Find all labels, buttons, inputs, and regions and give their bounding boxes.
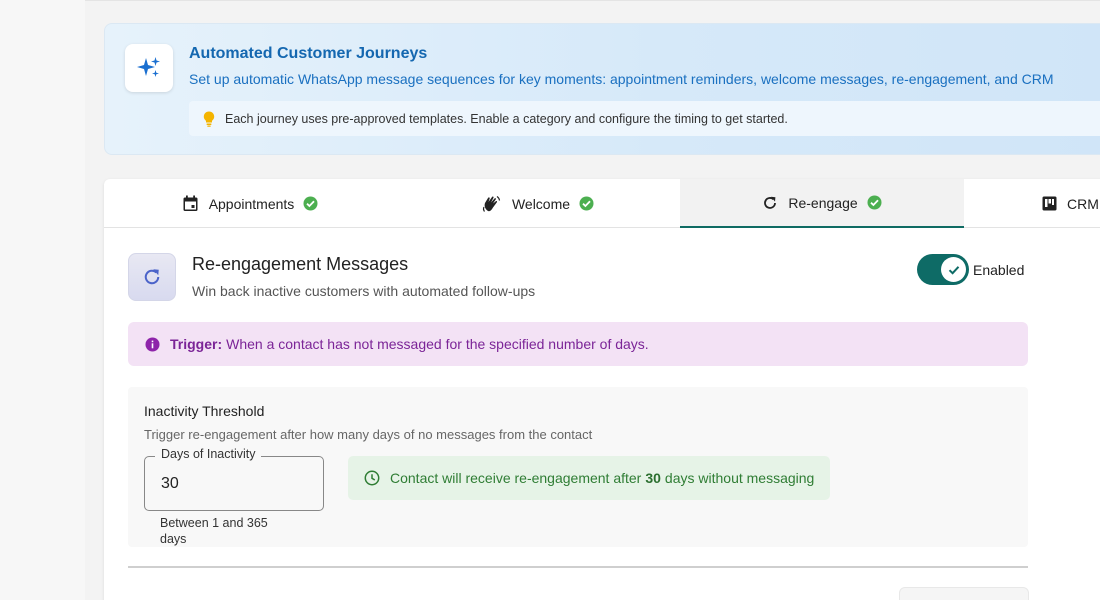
trigger-text: When a contact has not messaged for the … [226,336,649,352]
enabled-toggle[interactable] [917,254,969,285]
check-circle-icon [579,196,594,211]
re-engagement-info: Contact will receive re-engagement after… [348,456,831,500]
tip-box: Each journey uses pre-approved templates… [189,101,1100,136]
section-subtitle: Win back inactive customers with automat… [192,283,536,299]
tab-welcome[interactable]: Welcome [396,179,680,228]
tab-label: Welcome [511,195,571,212]
tab-re-engage[interactable]: Re-engage [680,179,964,228]
sparkles-icon [125,44,173,92]
waving-hand-icon [482,195,502,213]
threshold-title: Inactivity Threshold [144,403,265,419]
check-icon [941,257,966,282]
tab-crm[interactable]: CRM [964,179,1100,228]
info-icon [145,337,160,352]
toggle-label: Enabled [973,262,1025,278]
clock-icon [364,470,380,486]
tab-appointments[interactable]: Appointments [104,179,396,228]
info-prefix: Contact will receive re-engagement after [390,470,642,486]
trigger-notice: Trigger: When a contact has not messaged… [128,322,1028,366]
calendar-icon [182,195,199,212]
check-circle-icon [867,195,882,210]
section-divider [128,566,1028,568]
refresh-icon [762,195,778,211]
field-label: Days of Inactivity [155,447,262,461]
days-input-value[interactable]: 30 [161,475,179,492]
threshold-subtitle: Trigger re-engagement after how many day… [144,427,593,442]
lightbulb-icon [203,111,215,127]
banner-subtitle: Set up automatic WhatsApp message sequen… [189,71,1054,87]
journeys-banner: Automated Customer Journeys Set up autom… [104,23,1100,155]
journey-card: Appointments Welcome [104,179,1100,600]
kanban-icon [1042,196,1057,211]
journey-tabs: Appointments Welcome [104,179,1100,228]
tab-label: Re-engage [788,194,858,211]
inactivity-threshold-panel: Inactivity Threshold Trigger re-engageme… [128,387,1028,547]
check-circle-icon [303,196,318,211]
field-helper-text: Between 1 and 365 days [160,516,268,546]
main-content: Automated Customer Journeys Set up autom… [85,0,1100,600]
trigger-label: Trigger: [170,336,223,352]
field-notch [269,456,271,511]
left-pane [0,0,85,600]
tab-label: Appointments [208,195,295,212]
banner-title: Automated Customer Journeys [189,45,428,62]
section-title: Re-engagement Messages [192,254,409,274]
info-suffix: days without messaging [664,470,815,486]
bottom-action-button[interactable] [899,587,1029,600]
days-of-inactivity-field[interactable]: Days of Inactivity 30 [144,447,324,511]
tab-label: CRM [1067,195,1099,212]
info-days-value: 30 [645,470,661,486]
section-refresh-icon [128,253,176,301]
tip-text: Each journey uses pre-approved templates… [225,111,788,126]
